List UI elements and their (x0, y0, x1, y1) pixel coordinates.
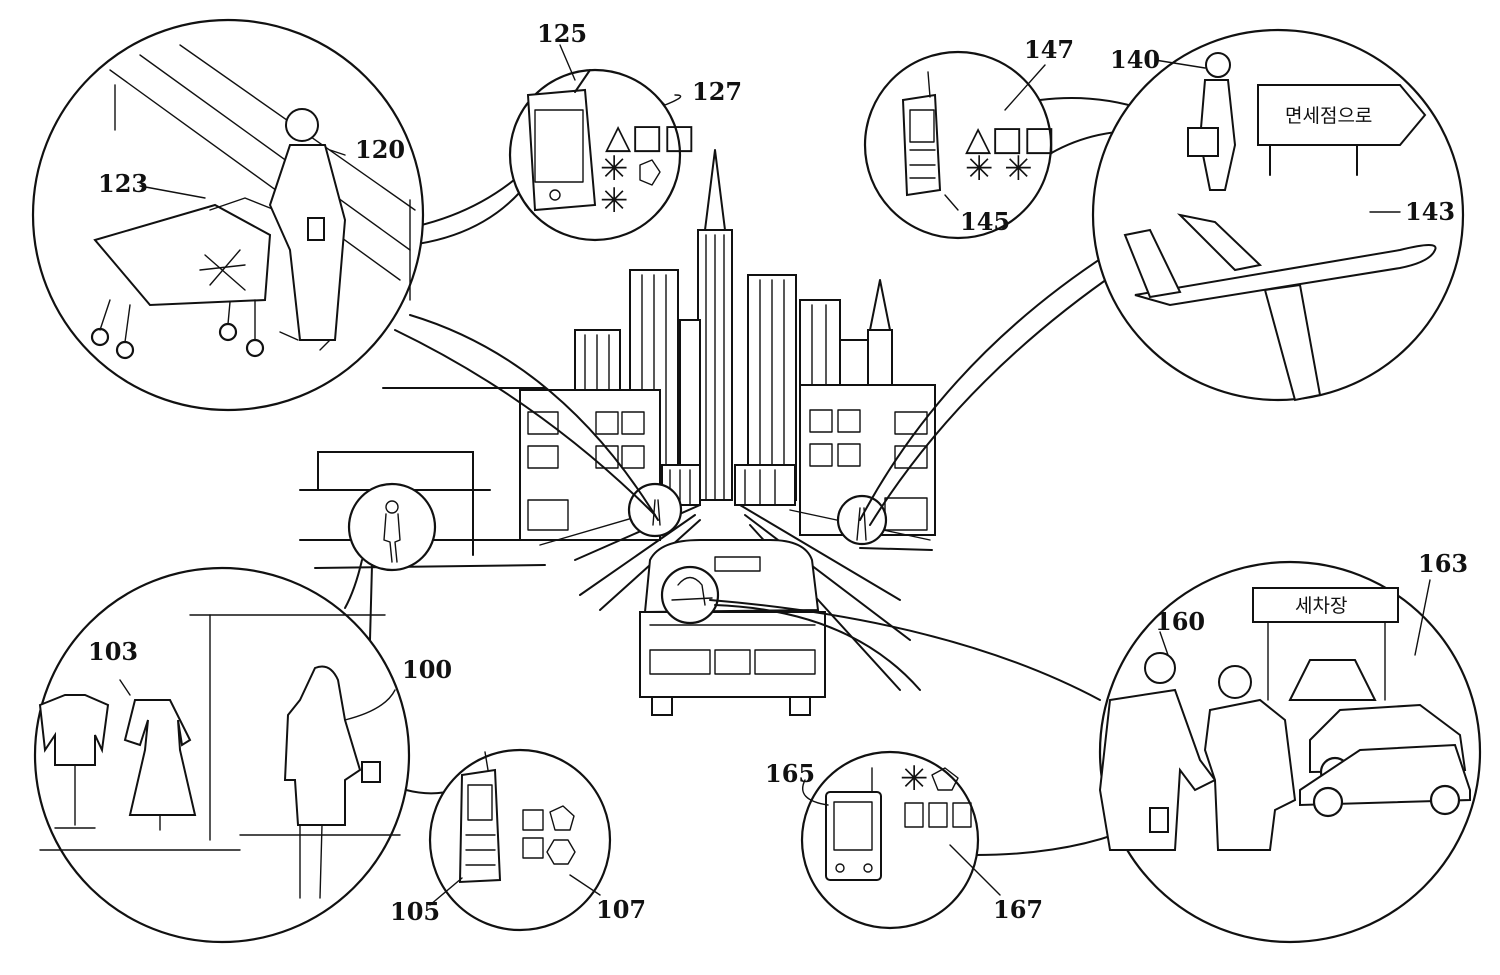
ref-160: 160 (1155, 607, 1205, 636)
star-icon: ✳ (600, 181, 629, 221)
street-zoom-circle-right (838, 496, 886, 544)
car-icon (640, 540, 825, 715)
street-zoom-circle-left (629, 484, 681, 536)
ref-143: 143 (1405, 197, 1455, 226)
ref-107: 107 (596, 895, 646, 924)
pda-scene-bottom: ✳ (802, 752, 1000, 928)
ref-105: 105 (390, 897, 440, 926)
phone-scene-bottom (430, 750, 610, 930)
person-icon (349, 484, 435, 570)
shapes-147-row2: ✳ ✳ (965, 149, 1033, 189)
car-wash-sign-text: 세차장 (1295, 595, 1347, 617)
ref-123: 123 (98, 169, 148, 198)
ref-147: 147 (1024, 35, 1074, 64)
ref-163: 163 (1418, 549, 1468, 578)
ref-120: 120 (355, 135, 405, 164)
duty-free-sign-text: 면세점으로 (1285, 105, 1372, 127)
ref-145: 145 (960, 207, 1010, 236)
fashion-scene (35, 568, 409, 942)
ref-140: 140 (1110, 45, 1160, 74)
ref-167: 167 (993, 895, 1043, 924)
pda-scene: △□□ ✳ ✳ (510, 45, 695, 240)
leader-line (660, 95, 681, 105)
shopping-scene (33, 20, 423, 410)
ref-100: 100 (402, 655, 452, 684)
ref-125: 125 (537, 19, 587, 48)
star-icon: ✳ (900, 759, 929, 799)
ref-127: 127 (692, 77, 742, 106)
ref-103: 103 (88, 637, 138, 666)
ref-165: 165 (765, 759, 815, 788)
